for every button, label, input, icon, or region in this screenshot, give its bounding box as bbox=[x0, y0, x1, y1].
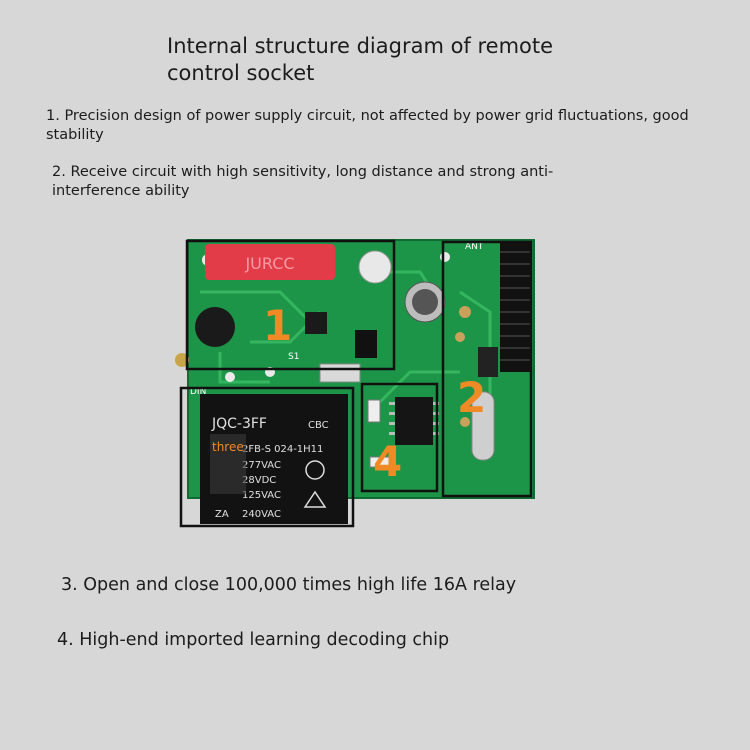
ant-label: ANT bbox=[465, 242, 484, 252]
relay-rating-3: 125VAC bbox=[242, 490, 281, 501]
relay-amp: ZA bbox=[215, 509, 229, 520]
antenna-coil bbox=[500, 242, 532, 372]
feature-4: 4. High-end imported learning decoding c… bbox=[57, 630, 450, 650]
din-label: DIN bbox=[190, 387, 206, 397]
page-title: Internal structure diagram of remote con… bbox=[167, 34, 554, 85]
region-2-frame bbox=[441, 240, 533, 498]
decoder-chip bbox=[395, 397, 433, 445]
s1-label: S1 bbox=[288, 352, 299, 362]
relay-rating-2: 28VDC bbox=[242, 475, 276, 486]
relay-rating-1: 277VAC bbox=[242, 460, 281, 471]
capacitor-small bbox=[358, 250, 392, 284]
callout-2: 2 bbox=[457, 373, 486, 422]
relay-part: 2FB-S 024-1H11 bbox=[242, 444, 323, 455]
relay-rating-4: 240VAC bbox=[242, 509, 281, 520]
relay-model: JQC-3FF bbox=[211, 416, 267, 432]
feature-2: 2. Receive circuit with high sensitivity… bbox=[52, 164, 554, 199]
circuit-board-illustration: JURCC S1 ANT DIN JQC-3FF CBC 2FB-S 024-1… bbox=[175, 239, 535, 528]
callout-1: 1 bbox=[263, 301, 292, 350]
callout-4: 4 bbox=[373, 437, 402, 486]
region-3-frame bbox=[179, 386, 355, 528]
feature-3: 3. Open and close 100,000 times high lif… bbox=[61, 575, 517, 595]
warning-triangle-icon bbox=[303, 490, 327, 508]
region-4-frame bbox=[360, 382, 439, 493]
fuse bbox=[205, 244, 335, 280]
region-1-frame bbox=[185, 239, 396, 371]
cqc-mark-icon bbox=[305, 460, 325, 480]
inductor bbox=[195, 307, 235, 347]
screw bbox=[175, 353, 189, 367]
relay-brand: CBC bbox=[308, 420, 329, 431]
fuse-label: JURCC bbox=[244, 254, 294, 273]
crystal bbox=[471, 391, 495, 461]
callout-3: three bbox=[212, 440, 244, 454]
feature-1: 1. Precision design of power supply circ… bbox=[46, 108, 689, 143]
